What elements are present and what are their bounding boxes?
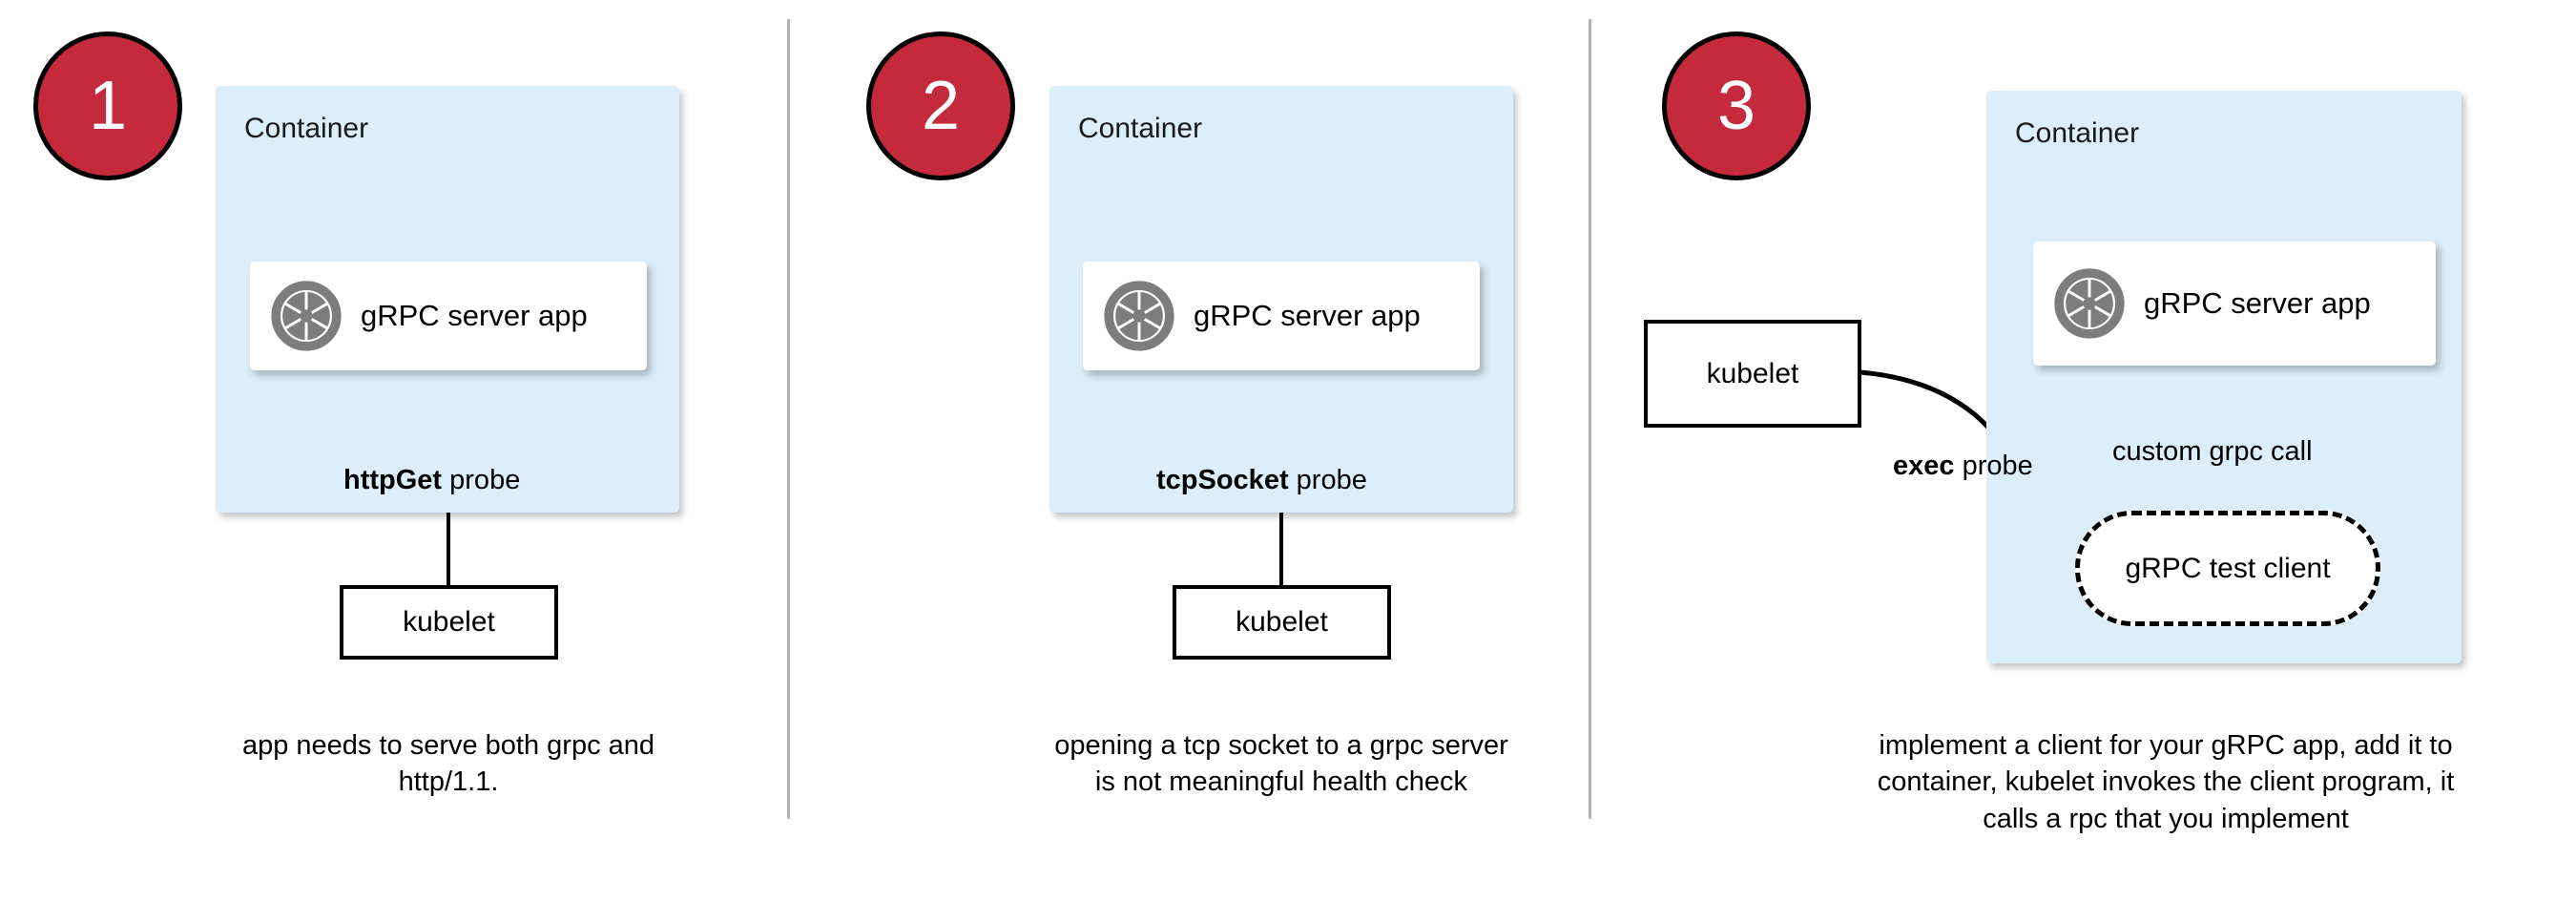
panel-3-custom-grpc-call-label: custom grpc call [2112, 436, 2313, 467]
panel-3-probe-label: exec probe [1893, 451, 2033, 482]
panel-1-step-number: 1 [88, 68, 128, 144]
panel-3-client-label: gRPC test client [2125, 552, 2331, 584]
panel-2-step-number: 2 [921, 68, 961, 144]
aperture-icon [2054, 268, 2125, 339]
panel-2-kubelet-box: kubelet [1173, 585, 1391, 660]
panel-3-caption: implement a client for your gRPC app, ad… [1877, 730, 2455, 834]
panel-2-caption: opening a tcp socket to a grpc server is… [1054, 730, 1508, 798]
panel-1-container-label: Container [244, 113, 369, 144]
panel-3-step-number: 3 [1716, 68, 1756, 144]
panel-1-probe-label-rest: probe [442, 465, 521, 495]
panel-2-kubelet-label: kubelet [1236, 606, 1328, 638]
panel-2-probe-label-bold: tcpSocket [1156, 465, 1289, 495]
panel-2-app-label: gRPC server app [1194, 299, 1421, 332]
panel-2-probe-label: tcpSocket probe [1156, 465, 1367, 496]
panel-3-step-badge: 3 [1662, 31, 1811, 180]
panel-1-kubelet-box: kubelet [340, 585, 558, 660]
panel-3-probe-label-rest: probe [1954, 451, 2033, 481]
aperture-icon [271, 281, 342, 351]
panel-1-grpc-server-app-box: gRPC server app [250, 262, 647, 370]
panel-3-probe-label-bold: exec [1893, 451, 1955, 481]
panel-1-step-badge: 1 [33, 31, 182, 180]
panel-3-kubelet-box: kubelet [1644, 320, 1861, 428]
panel-3-kubelet-label: kubelet [1706, 357, 1799, 389]
panel-3-app-label: gRPC server app [2144, 286, 2371, 320]
panel-2-container-label: Container [1078, 113, 1203, 144]
panel-divider-2 [1589, 19, 1591, 819]
panel-2-probe-label-rest: probe [1288, 465, 1367, 495]
panel-3-grpc-server-app-box: gRPC server app [2033, 241, 2436, 366]
panel-3-container-label: Container [2015, 117, 2140, 149]
panel-1-caption: app needs to serve both grpc and http/1.… [241, 730, 655, 798]
panel-2-step-badge: 2 [866, 31, 1015, 180]
panel-1-kubelet-label: kubelet [403, 606, 495, 638]
panel-1-probe-label: httpGet probe [343, 465, 520, 496]
aperture-icon [1104, 281, 1174, 351]
panel-2-grpc-server-app-box: gRPC server app [1083, 262, 1480, 370]
panel-1-probe-label-bold: httpGet [343, 465, 443, 495]
panel-1-app-label: gRPC server app [361, 299, 588, 332]
panel-divider-1 [787, 19, 790, 819]
panel-3-grpc-test-client-box: gRPC test client [2075, 511, 2380, 626]
